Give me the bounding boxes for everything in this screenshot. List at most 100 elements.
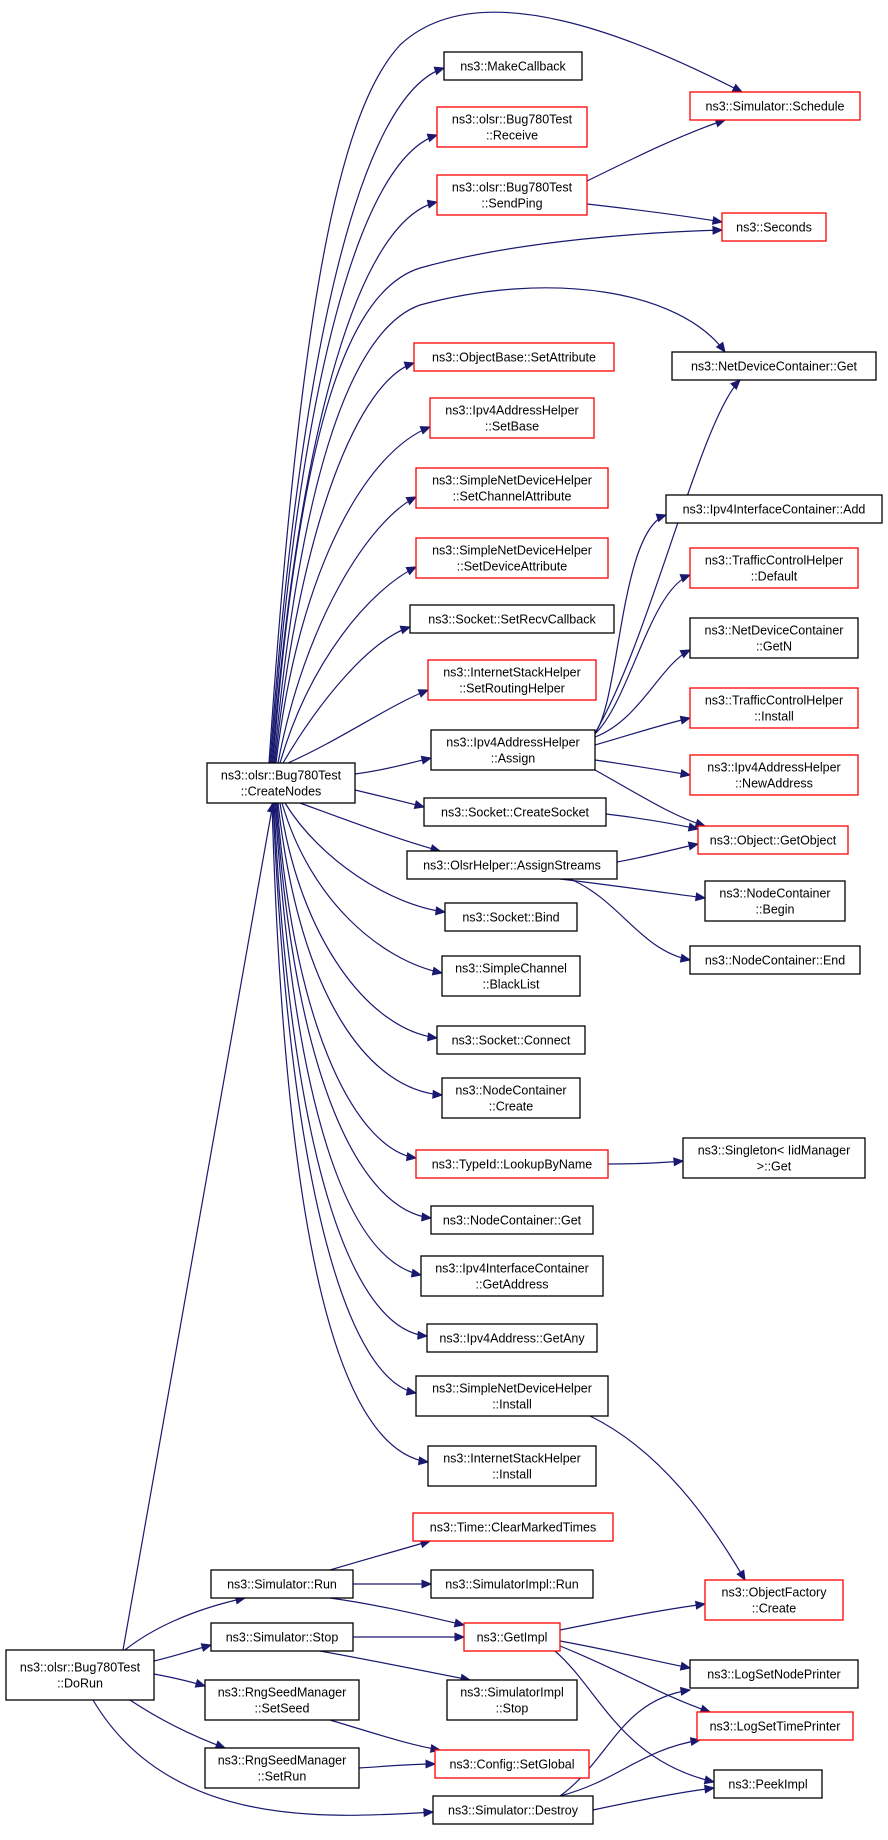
node-peekimpl[interactable]: ns3::PeekImpl xyxy=(713,1769,823,1799)
edge-createnodes-to-connect xyxy=(279,802,438,1039)
edge-createnodes-to-sndhinstall xyxy=(272,802,417,1394)
node-setchannelattr[interactable]: ns3::SimpleNetDeviceHelper::SetChannelAt… xyxy=(415,467,609,509)
node-ncbegin[interactable]: ns3::NodeContainer::Begin xyxy=(704,880,846,922)
node-lookupbyname[interactable]: ns3::TypeId::LookupByName xyxy=(415,1149,609,1179)
node-receive[interactable]: ns3::olsr::Bug780Test::Receive xyxy=(436,106,588,148)
node-ndcget[interactable]: ns3::NetDeviceContainer::Get xyxy=(671,351,877,381)
edge-arrowhead xyxy=(703,1775,716,1785)
node-simimplstop[interactable]: ns3::SimulatorImpl::Stop xyxy=(446,1679,578,1721)
node-sendping[interactable]: ns3::olsr::Bug780Test::SendPing xyxy=(436,174,588,216)
edge-arrowhead xyxy=(432,1089,444,1099)
node-box xyxy=(443,51,583,81)
edge-createnodes-to-receive xyxy=(270,134,438,764)
node-objfactorycreate[interactable]: ns3::ObjectFactory::Create xyxy=(704,1579,844,1621)
node-box xyxy=(415,467,609,509)
node-tcdefault[interactable]: ns3::TrafficControlHelper::Default xyxy=(689,547,859,589)
node-setseed[interactable]: ns3::RngSeedManager::SetSeed xyxy=(204,1679,360,1721)
node-makecallback[interactable]: ns3::MakeCallback xyxy=(443,51,583,81)
node-getobject[interactable]: ns3::Object::GetObject xyxy=(697,825,849,855)
node-seconds[interactable]: ns3::Seconds xyxy=(721,212,827,242)
node-label: ns3::PeekImpl xyxy=(728,1778,807,1792)
node-label: ::Install xyxy=(492,1468,532,1482)
node-label: ns3::NodeContainer xyxy=(719,887,830,901)
node-getimpl[interactable]: ns3::GetImpl xyxy=(463,1622,561,1652)
node-label: ns3::Socket::Connect xyxy=(452,1034,571,1048)
edge-arrowhead xyxy=(711,215,724,225)
node-getaddress[interactable]: ns3::Ipv4InterfaceContainer::GetAddress xyxy=(420,1255,604,1297)
edge-getimpl-to-objfactorycreate xyxy=(559,1603,706,1631)
node-simrun[interactable]: ns3::Simulator::Run xyxy=(210,1569,354,1599)
node-setdeviceattr[interactable]: ns3::SimpleNetDeviceHelper::SetDeviceAtt… xyxy=(415,537,609,579)
node-label: ns3::ObjectFactory xyxy=(722,1586,828,1600)
call-nodes: ns3::olsr::Bug780Test::DoRunns3::olsr::B… xyxy=(5,51,883,1825)
edge-assign-to-tcdefault xyxy=(594,574,691,735)
node-label: ns3::SimpleNetDeviceHelper xyxy=(432,1382,592,1396)
node-ncget[interactable]: ns3::NodeContainer::Get xyxy=(430,1205,594,1235)
edge-sendping-to-schedule xyxy=(586,119,726,182)
node-setrun[interactable]: ns3::RngSeedManager::SetRun xyxy=(204,1747,360,1789)
node-label: ns3::SimulatorImpl xyxy=(460,1686,564,1700)
node-assign[interactable]: ns3::Ipv4AddressHelper::Assign xyxy=(430,729,596,771)
node-sndhinstall[interactable]: ns3::SimpleNetDeviceHelper::Install xyxy=(415,1375,609,1417)
edge-setseed-to-setglobal xyxy=(329,1719,441,1751)
edge-assign-to-tcinstall xyxy=(594,717,691,746)
node-box xyxy=(427,1445,597,1487)
node-label: ns3::RngSeedManager xyxy=(218,1686,347,1700)
node-label: ns3::Socket::CreateSocket xyxy=(441,806,590,820)
edge-arrowhead xyxy=(435,906,447,916)
node-connect[interactable]: ns3::Socket::Connect xyxy=(436,1025,586,1055)
edge-assign-to-getobject xyxy=(594,769,706,827)
node-label: ns3::olsr::Bug780Test xyxy=(452,181,573,195)
node-setroutinghelper[interactable]: ns3::InternetStackHelper::SetRoutingHelp… xyxy=(427,659,597,701)
node-createnodes[interactable]: ns3::olsr::Bug780Test::CreateNodes xyxy=(206,762,356,804)
node-setattribute[interactable]: ns3::ObjectBase::SetAttribute xyxy=(413,342,615,372)
node-simdestroy[interactable]: ns3::Simulator::Destroy xyxy=(432,1795,594,1825)
node-tcinstall[interactable]: ns3::TrafficControlHelper::Install xyxy=(689,687,859,729)
edge-arrowhead xyxy=(405,496,418,506)
edge-arrowhead xyxy=(421,1212,433,1222)
node-singletonget[interactable]: ns3::Singleton< IidManager >::Get xyxy=(682,1137,866,1179)
node-createsocket[interactable]: ns3::Socket::CreateSocket xyxy=(423,797,607,827)
edge-getimpl-to-logsetnodeprinter xyxy=(559,1640,691,1669)
node-getany[interactable]: ns3::Ipv4Address::GetAny xyxy=(426,1323,598,1353)
node-setglobal[interactable]: ns3::Config::SetGlobal xyxy=(434,1749,590,1779)
node-label: >::Get xyxy=(757,1160,792,1174)
node-ndcgetn[interactable]: ns3::NetDeviceContainer::GetN xyxy=(689,617,859,659)
node-ificadd[interactable]: ns3::Ipv4InterfaceContainer::Add xyxy=(665,494,883,524)
edge-simdestroy-to-peekimpl xyxy=(592,1787,715,1811)
edge-arrowhead xyxy=(715,341,726,354)
node-bind[interactable]: ns3::Socket::Bind xyxy=(444,902,578,932)
node-dorun: ns3::olsr::Bug780Test::DoRun xyxy=(5,1649,155,1701)
edge-arrowhead xyxy=(679,1661,692,1671)
edge-assign-to-ndcgetn xyxy=(594,649,691,738)
edge-dorun-to-simrun xyxy=(124,1597,246,1651)
node-ncend[interactable]: ns3::NodeContainer::End xyxy=(689,945,861,975)
node-label: ns3::Ipv4AddressHelper xyxy=(707,761,840,775)
edge-arrowhead xyxy=(421,1579,433,1589)
edge-arrowhead xyxy=(687,841,700,851)
node-label: ns3::NodeContainer::Get xyxy=(443,1214,582,1228)
node-blacklist[interactable]: ns3::SimpleChannel::BlackList xyxy=(441,955,581,997)
edge-arrowhead xyxy=(425,1759,437,1769)
node-setrecvcallback[interactable]: ns3::Socket::SetRecvCallback xyxy=(409,604,615,634)
edge-arrowhead xyxy=(704,1784,716,1794)
node-box xyxy=(430,1569,594,1599)
node-nccreate[interactable]: ns3::NodeContainer::Create xyxy=(441,1077,581,1119)
node-logsettimeprinter[interactable]: ns3::LogSetTimePrinter xyxy=(696,1711,854,1741)
node-clearmarked[interactable]: ns3::Time::ClearMarkedTimes xyxy=(412,1512,614,1542)
edge-arrowhead xyxy=(679,768,692,778)
node-setbase[interactable]: ns3::Ipv4AddressHelper::SetBase xyxy=(429,397,595,439)
node-schedule[interactable]: ns3::Simulator::Schedule xyxy=(689,91,861,121)
node-simimplrun[interactable]: ns3::SimulatorImpl::Run xyxy=(430,1569,594,1599)
edge-arrowhead xyxy=(731,83,744,93)
node-newaddress[interactable]: ns3::Ipv4AddressHelper::NewAddress xyxy=(689,754,859,796)
edge-createnodes-to-createsocket xyxy=(354,789,425,808)
node-label: ::Assign xyxy=(491,752,536,766)
node-simstop[interactable]: ns3::Simulator::Stop xyxy=(210,1622,354,1652)
node-assignstreams[interactable]: ns3::OlsrHelper::AssignStreams xyxy=(406,850,618,880)
node-logsetnodeprinter[interactable]: ns3::LogSetNodePrinter xyxy=(689,1659,859,1689)
node-box xyxy=(413,342,615,372)
node-ishinstall[interactable]: ns3::InternetStackHelper::Install xyxy=(427,1445,597,1487)
node-label: ::DoRun xyxy=(57,1677,103,1691)
node-box xyxy=(415,537,609,579)
